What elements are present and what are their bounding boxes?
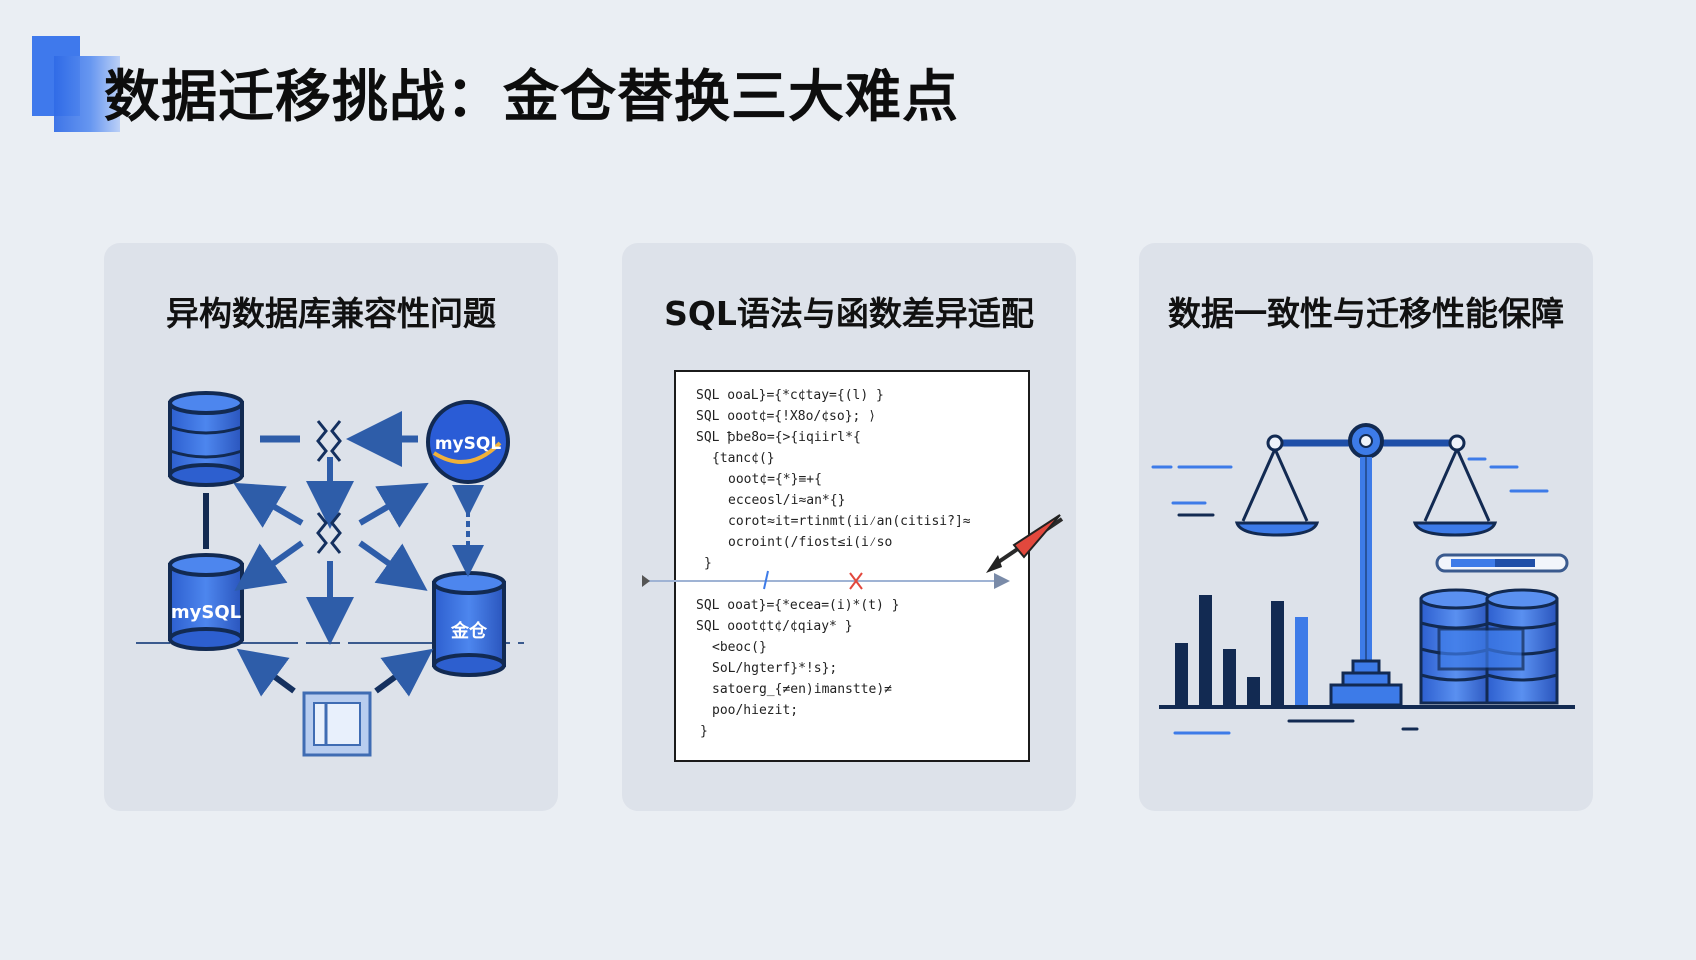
code-line: poo/hiezit; (712, 703, 799, 718)
server-box-icon (302, 691, 372, 757)
database-icon (168, 391, 244, 487)
db-label-mysql: mySQL (171, 602, 241, 623)
code-line: } (700, 724, 708, 739)
panel-compatibility: 异构数据库兼容性问题 mySQL (104, 243, 558, 811)
code-line: ecceosl/i≈an*{} (728, 493, 846, 508)
sql-annotations (642, 514, 1064, 590)
kingbase-database-icon: 金仓 (432, 571, 506, 677)
code-line: } (704, 556, 712, 571)
title-accent-block-gradient (54, 56, 120, 132)
code-line: SQL ooot¢t¢/¢qiay* } (696, 619, 853, 634)
chart-bar (1175, 643, 1188, 705)
panel-sql-syntax: SQL语法与函数差异适配 SQL ooaL}={*c¢tay={(l) } SQ… (622, 243, 1076, 811)
panel-title-consistency: 数据一致性与迁移性能保障 (1168, 294, 1564, 333)
balance-scale-icon (1234, 423, 1498, 707)
panel-title-compatibility: 异构数据库兼容性问题 (166, 294, 496, 333)
page-title: 数据迁移挑战：金仓替换三大难点 (104, 65, 959, 130)
panel-title-sql-syntax: SQL语法与函数差异适配 (664, 294, 1034, 333)
broken-link-icon (316, 420, 342, 554)
mysql-database-icon: mySQL (168, 553, 244, 651)
code-line: ocroint(/fiost≤i(i⁄so (728, 535, 893, 550)
chart-bar (1199, 595, 1212, 705)
error-arrow-icon (986, 514, 1064, 573)
database-stack-icon (1419, 588, 1559, 705)
code-line: SQL ooot¢={!X8o/¢so}; ⟩ (696, 409, 877, 424)
chart-bar (1223, 649, 1236, 705)
code-document: SQL ooaL}={*c¢tay={(l) } SQL ooot¢={!X8o… (674, 370, 1030, 762)
bar-chart (1175, 595, 1308, 705)
compatibility-illustration: mySQL mySQL 金仓 (136, 391, 524, 757)
panel-consistency: 数据一致性与迁移性能保障 (1139, 243, 1593, 811)
chart-bar (1271, 601, 1284, 705)
speed-lines (1151, 457, 1549, 735)
chart-bar (1295, 617, 1308, 705)
db-label-kingbase: 金仓 (450, 620, 488, 642)
code-line: {tanc¢(} (712, 451, 775, 466)
code-line: SQL ꝥbe8o={>{iqiirl*{ (696, 430, 861, 445)
mysql-logo-icon: mySQL (426, 400, 510, 484)
db-label-mysql-logo: mySQL (435, 434, 501, 454)
progress-bar-icon (1435, 553, 1569, 573)
code-line: corot≈it=rtinmt(ii⁄an(citisi?]≈ (728, 514, 971, 529)
chart-bar (1247, 677, 1260, 705)
code-line: SQL ooaL}={*c¢tay={(l) } (696, 388, 884, 403)
consistency-illustration (1151, 423, 1575, 735)
code-line: SQL ooat}={*ecea=(i)*(t) } (696, 598, 900, 613)
code-line: <beoc(} (712, 640, 767, 655)
syntax-error-icon (763, 570, 863, 590)
code-line: SoL/hgterf}*!s}; (712, 661, 838, 676)
code-line: ooot¢={*}≡+{ (728, 472, 822, 487)
code-line: satoerg_{≠en)imanstte)≠ (712, 682, 893, 697)
